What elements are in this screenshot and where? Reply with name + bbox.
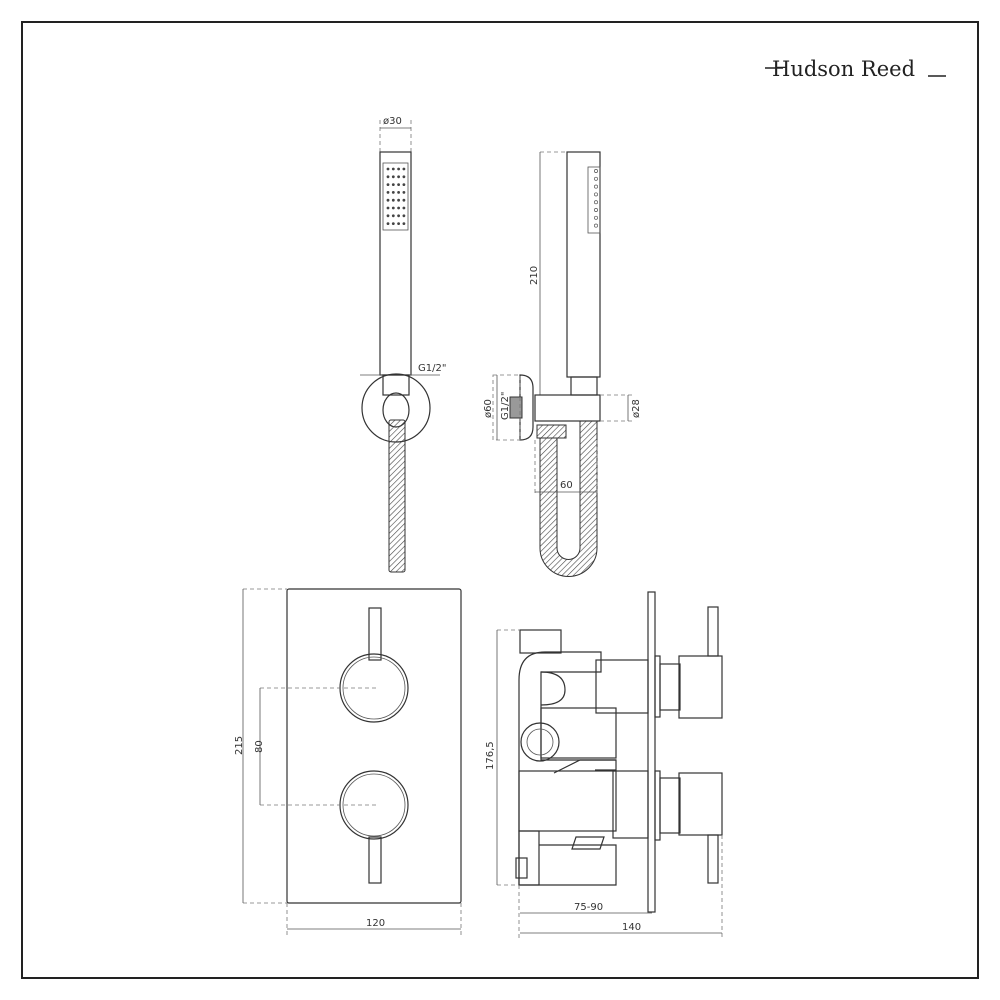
nozzle-dot: [594, 215, 598, 220]
dim-wall-plate: ø60: [483, 399, 494, 418]
dim-bracket-diameter: ø28: [631, 399, 642, 418]
nozzle-dot: [391, 167, 395, 171]
nozzle-dot: [391, 198, 395, 202]
dim-thread-side: G1/2": [500, 392, 511, 420]
dim-thread-front: G1/2": [418, 363, 446, 374]
dim-wall-depth: 75-90: [574, 902, 603, 913]
nozzle-dot: [391, 191, 395, 194]
nozzle-dot: [594, 176, 598, 181]
nozzle-dot: [402, 222, 406, 226]
nozzle-dot: [391, 222, 395, 226]
nozzle-dot: [397, 191, 400, 194]
nozzle-dot: [594, 223, 598, 228]
nozzle-dot: [386, 175, 390, 179]
dim-body-height: 176,5: [485, 741, 496, 770]
nozzle-dot: [397, 167, 400, 171]
brand-logo: Hudson Reed: [765, 57, 946, 81]
nozzle-dot: [386, 183, 390, 187]
nozzle-dot: [391, 183, 395, 187]
nozzle-dot: [402, 206, 406, 210]
frame-border: [21, 21, 979, 979]
nozzle-dot: [386, 191, 390, 194]
valve-side-view: 176,5 75-90 140: [485, 591, 723, 938]
nozzle-dot: [386, 206, 390, 210]
nozzle-dot: [386, 214, 390, 218]
dim-plate-height: 215: [234, 736, 245, 755]
nozzle-dot: [402, 214, 406, 218]
dim-handset-length: 210: [529, 266, 540, 285]
nozzle-dot: [397, 198, 400, 202]
nozzle-dot: [594, 192, 598, 197]
nozzle-dot: [397, 214, 400, 218]
nozzle-dot: [594, 169, 598, 173]
nozzle-dot: [397, 222, 400, 226]
nozzle-dot: [594, 184, 598, 189]
nozzle-dot: [397, 206, 400, 210]
nozzle-dot: [402, 198, 406, 202]
valve-front-view: 80 215 120: [234, 588, 462, 935]
nozzle-dot: [402, 167, 406, 171]
spray-nozzles-side: [594, 169, 598, 228]
nozzle-dot: [391, 214, 395, 218]
dim-handset-diameter: ø30: [383, 116, 402, 127]
nozzle-dot: [386, 222, 390, 226]
dim-plate-width: 120: [366, 918, 385, 929]
nozzle-dot: [386, 198, 390, 202]
nozzle-dot: [402, 191, 406, 194]
spray-nozzles: [386, 167, 406, 226]
nozzle-dot: [397, 183, 400, 187]
nozzle-dot: [594, 200, 598, 205]
dim-total-depth: 140: [622, 922, 641, 933]
handset-side-view: 210 ø60 G1/2" ø28 60: [483, 151, 642, 577]
nozzle-dot: [391, 175, 395, 179]
nozzle-dot: [397, 175, 400, 179]
nozzle-dot: [594, 208, 598, 212]
brand-name: Hudson Reed: [772, 57, 915, 81]
dim-handle-spacing: 80: [254, 740, 265, 753]
nozzle-dot: [402, 175, 406, 179]
nozzle-dot: [386, 167, 390, 171]
nozzle-dot: [391, 206, 395, 210]
dim-hose-spacing: 60: [560, 480, 573, 491]
handset-front-view: ø30 G1/2": [360, 116, 446, 573]
nozzle-dot: [402, 183, 406, 187]
